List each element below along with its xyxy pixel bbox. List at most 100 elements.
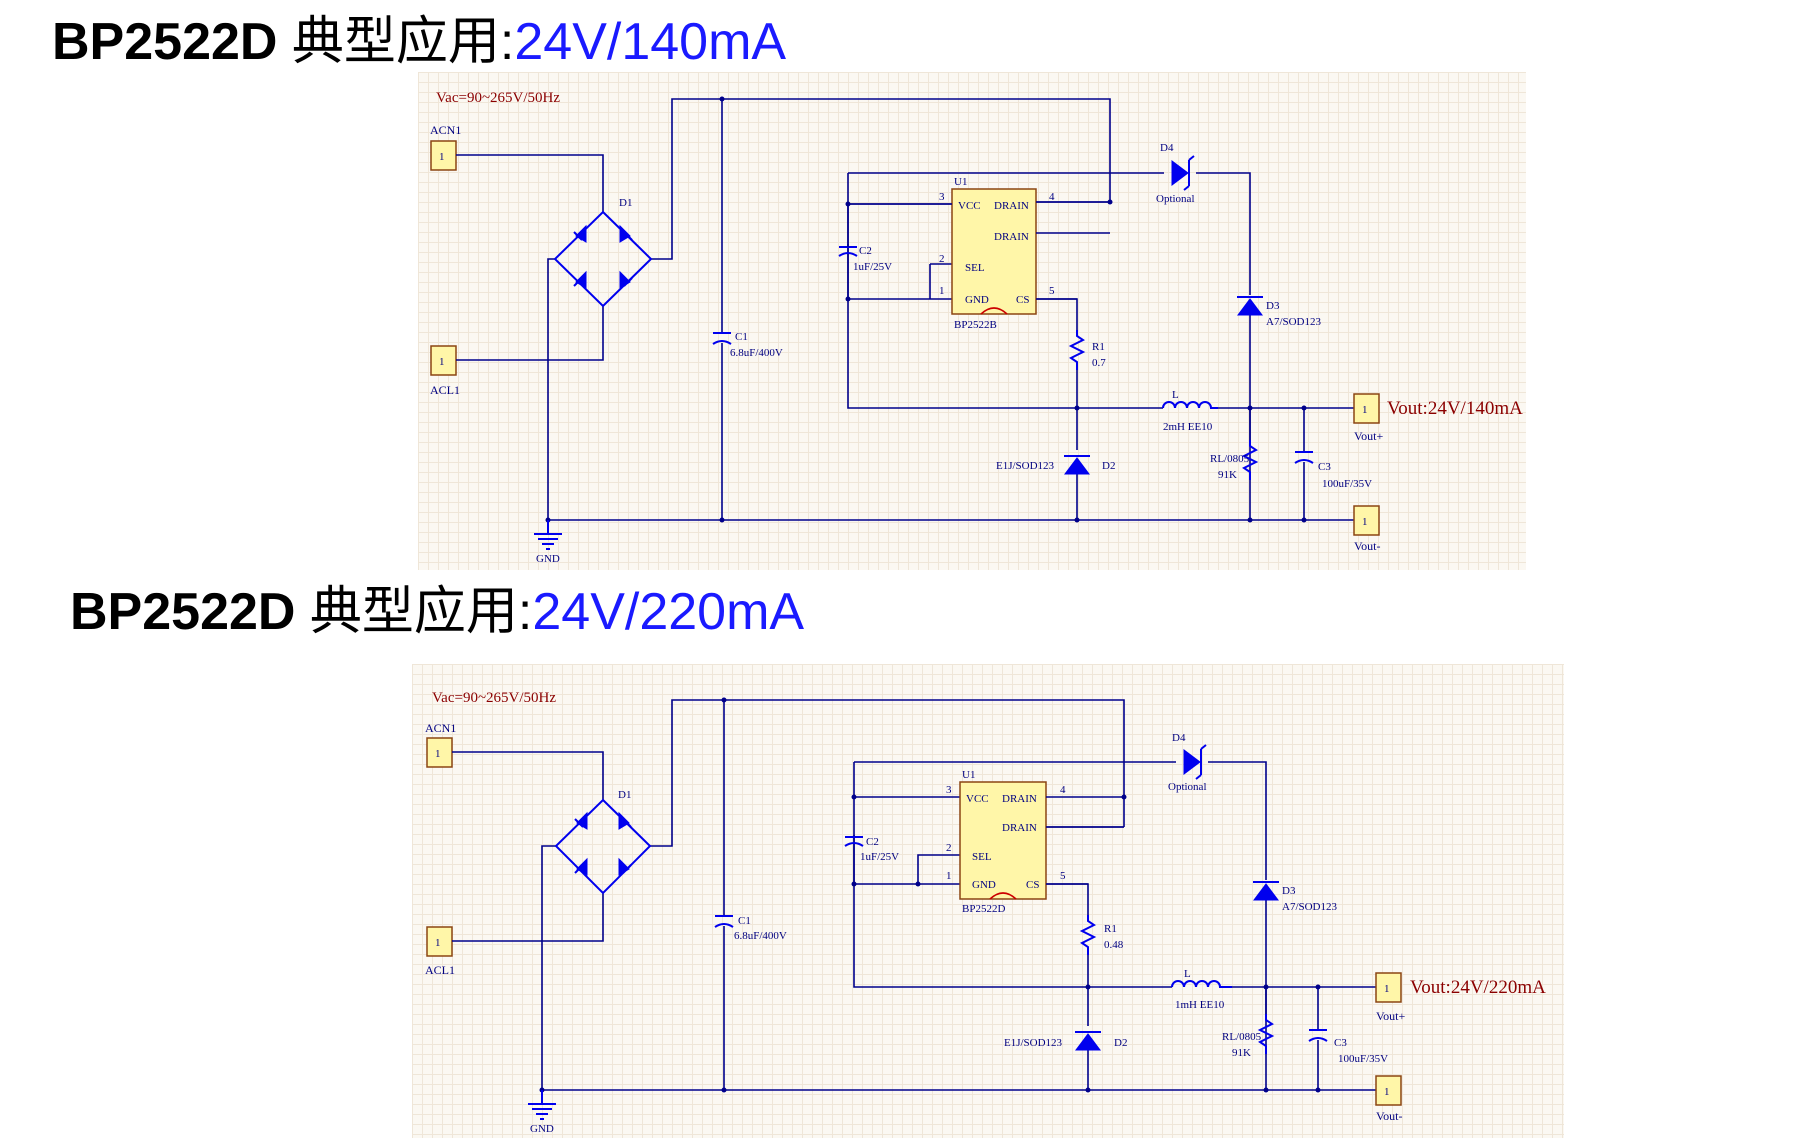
pin1-marker-icon [980,307,1008,315]
junction-dot [851,881,857,887]
diode-d3-icon [1237,296,1263,316]
pin-cs: CS [1016,294,1029,306]
c2-label: C2 [866,836,879,848]
wire [452,893,604,942]
junction-dot [845,296,851,302]
vac-label: Vac=90~265V/50Hz [436,90,560,106]
pin-gnd: GND [972,879,996,891]
section-heading: BP2522D 典型应用:24V/140mA [52,12,786,72]
gnd-label: GND [530,1123,554,1135]
port-pin: 1 [439,356,445,368]
heading-label: 典型应用: [309,583,533,641]
junction-dot [851,794,857,800]
d1-label: D1 [618,789,631,801]
inductor-icon [1171,980,1232,988]
port-pin: 1 [1362,404,1368,416]
ground-icon [528,1090,556,1120]
junction-dot [1315,1087,1321,1093]
c1-label: C1 [735,331,748,343]
u1-label: U1 [962,769,975,781]
c2-value: 1uF/25V [860,851,899,863]
junction-dot [1085,984,1091,990]
junction-dot [1315,984,1321,990]
rl-label: RL/0805 [1210,453,1250,465]
d3-value: A7/SOD123 [1266,316,1322,328]
r1-value: 0.7 [1092,357,1106,369]
resistor-rl-icon [1241,440,1259,480]
junction-dot [719,96,725,102]
wire [456,154,604,212]
heading-label: 典型应用: [291,13,515,71]
d1-label: D1 [619,197,632,209]
inductor-icon [1162,401,1218,409]
rl-value: 91K [1232,1047,1251,1059]
heading-spec: 24V/220mA [532,583,805,641]
pin-sel: SEL [965,262,985,274]
junction-dot [1247,405,1253,411]
acn1-label: ACN1 [425,721,456,735]
pin-cs: CS [1026,879,1039,891]
pin-number: 5 [1049,285,1055,297]
section-heading: BP2522D 典型应用:24V/220mA [70,582,804,642]
resistor-rl-icon [1257,1014,1275,1054]
wire [651,98,1111,260]
rl-value: 91K [1218,469,1237,481]
junction-dot [1263,984,1269,990]
vout-minus-label: Vout- [1354,539,1380,553]
port-pin: 1 [439,151,445,163]
c2-value: 1uF/25V [853,261,892,273]
junction-dot [1301,517,1307,523]
capacitor-c3-icon [1294,451,1314,464]
d3-value: A7/SOD123 [1282,901,1338,913]
gnd-label: GND [536,553,560,565]
pin-number: 2 [939,253,945,265]
junction-dot [1074,517,1080,523]
vout-plus-label: Vout+ [1354,429,1383,443]
capacitor-c1-icon [714,915,734,928]
c1-value: 6.8uF/400V [734,930,787,942]
d3-label: D3 [1266,300,1280,312]
heading-spec: 24V/140mA [514,13,787,71]
inductor-value: 2mH EE10 [1163,421,1213,433]
c3-label: C3 [1318,461,1331,473]
junction-dot [1263,1087,1269,1093]
resistor-r1-icon [1068,330,1086,370]
pin-number: 4 [1049,191,1055,203]
vout-plus-connector [1375,972,1402,1003]
capacitor-c1-icon [712,332,732,345]
vout-plus-label: Vout+ [1376,1009,1405,1023]
d4-label: D4 [1172,732,1186,744]
pin1-marker-icon [989,892,1017,900]
vout-minus-connector [1375,1075,1402,1106]
inductor-label: L [1184,968,1191,980]
pin-number: 1 [946,870,952,882]
c3-label: C3 [1334,1037,1347,1049]
chip-name: BP2522D [962,903,1005,915]
junction-dot [721,697,727,703]
wire [456,306,604,361]
ic-u1 [959,781,1047,900]
wire [547,258,1364,521]
d3-label: D3 [1282,885,1296,897]
resistor-r1-icon [1079,915,1097,955]
port-pin: 1 [435,937,441,949]
d2-label: D2 [1102,460,1115,472]
pin-drain: DRAIN [1002,822,1037,834]
acl1-label: ACL1 [430,383,460,397]
chip-name: BP2522B [954,319,997,331]
wire [1043,883,1089,915]
c3-value: 100uF/35V [1322,478,1372,490]
wire [1196,172,1251,295]
port-pin: 1 [435,748,441,760]
inductor-value: 1mH EE10 [1175,999,1225,1011]
capacitor-c2-icon [844,836,864,847]
pin-number: 3 [939,191,945,203]
vout-plus-connector [1353,393,1380,424]
part-number: BP2522D [52,13,278,71]
r1-label: R1 [1104,923,1117,935]
pin-drain: DRAIN [1002,793,1037,805]
port-pin: 1 [1384,983,1390,995]
pin-gnd: GND [965,294,989,306]
wire [452,751,604,800]
acl1-label: ACL1 [425,963,455,977]
